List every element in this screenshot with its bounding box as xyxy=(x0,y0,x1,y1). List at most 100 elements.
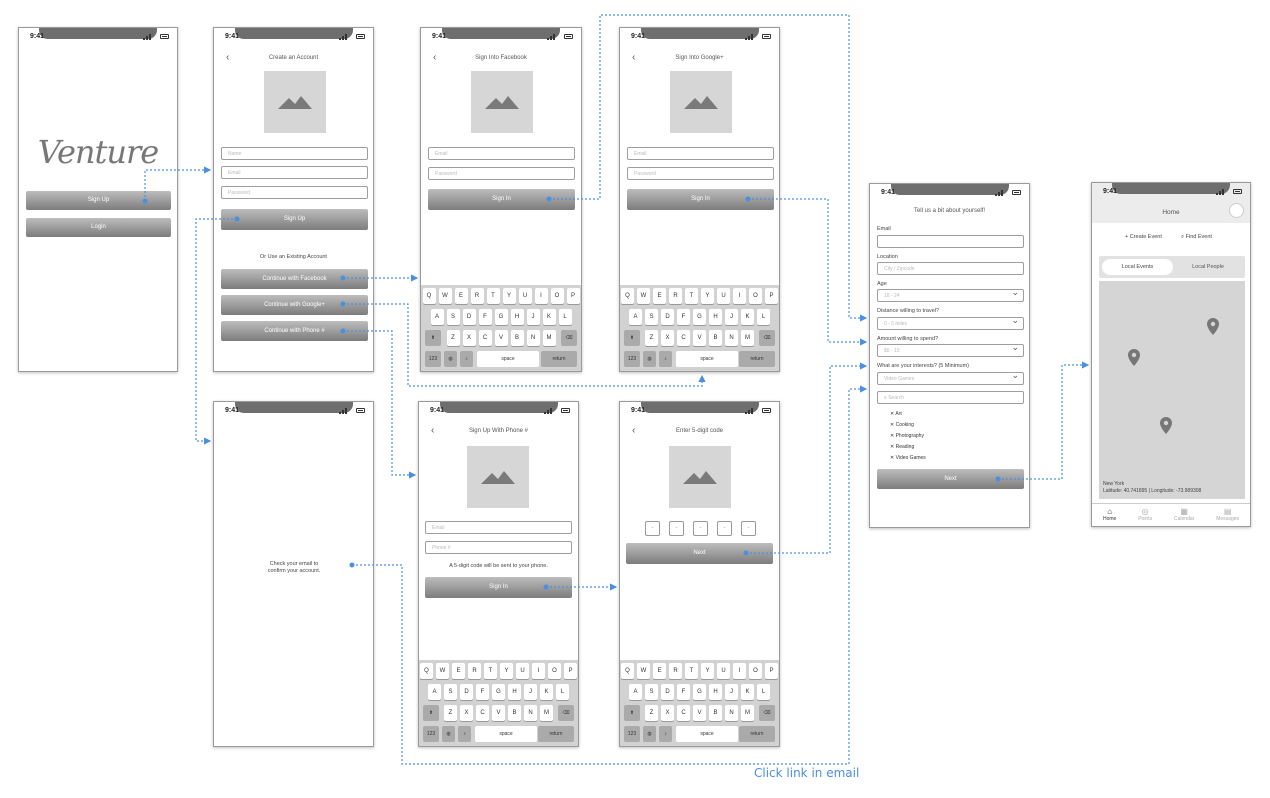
numbers-key[interactable]: 123 xyxy=(624,726,640,742)
key-t[interactable]: T xyxy=(685,663,698,679)
key-b[interactable]: B xyxy=(510,330,524,346)
facebook-button[interactable]: Continue with Facebook xyxy=(221,269,368,289)
key-y[interactable]: Y xyxy=(701,663,714,679)
key-v[interactable]: V xyxy=(492,705,505,721)
globe-key-icon[interactable]: ◍ xyxy=(643,726,656,742)
key-x[interactable]: X xyxy=(462,330,476,346)
password-input[interactable]: Password xyxy=(428,167,575,180)
key-b[interactable]: B xyxy=(508,705,521,721)
next-button[interactable]: Next xyxy=(626,543,773,564)
nav-calendar[interactable]: ▦Calendar xyxy=(1174,504,1194,526)
key-a[interactable]: A xyxy=(428,684,441,700)
key-u[interactable]: U xyxy=(717,663,730,679)
key-e[interactable]: E xyxy=(653,663,666,679)
shift-key-icon[interactable]: ⬆ xyxy=(425,330,441,346)
key-h[interactable]: H xyxy=(709,309,722,325)
key-c[interactable]: C xyxy=(677,705,690,721)
signup-button[interactable]: Sign Up xyxy=(221,209,368,230)
key-m[interactable]: M xyxy=(741,330,754,346)
space-key[interactable]: space xyxy=(676,726,738,742)
nav-messages[interactable]: ▤Messages xyxy=(1216,504,1239,526)
key-w[interactable]: W xyxy=(436,663,449,679)
email-input[interactable]: Email xyxy=(428,147,575,160)
key-s[interactable]: S xyxy=(446,309,460,325)
key-k[interactable]: K xyxy=(540,684,553,700)
signup-button[interactable]: Sign Up xyxy=(26,191,171,210)
key-i[interactable]: I xyxy=(733,288,746,304)
key-v[interactable]: V xyxy=(693,705,706,721)
shift-key-icon[interactable]: ⬆ xyxy=(423,705,439,721)
shift-key-icon[interactable]: ⬆ xyxy=(624,705,640,721)
globe-key-icon[interactable]: ◍ xyxy=(442,726,455,742)
login-button[interactable]: Login xyxy=(26,218,171,237)
find-event-button[interactable]: ⌕ Find Event xyxy=(1181,234,1212,241)
key-c[interactable]: C xyxy=(478,330,492,346)
key-u[interactable]: U xyxy=(518,288,532,304)
email-input[interactable]: Email xyxy=(221,166,368,179)
numbers-key[interactable]: 123 xyxy=(423,726,439,742)
code-digit-box[interactable]: - xyxy=(669,521,684,536)
key-l[interactable]: L xyxy=(757,309,770,325)
password-input[interactable]: Password xyxy=(221,186,368,199)
code-digit-box[interactable]: - xyxy=(645,521,660,536)
key-u[interactable]: U xyxy=(717,288,730,304)
key-r[interactable]: R xyxy=(470,288,484,304)
key-h[interactable]: H xyxy=(508,684,521,700)
return-key[interactable]: return xyxy=(541,351,577,367)
key-j[interactable]: J xyxy=(725,684,738,700)
google-button[interactable]: Continue with Google+ xyxy=(221,295,368,315)
key-p[interactable]: P xyxy=(564,663,577,679)
key-o[interactable]: O xyxy=(550,288,564,304)
key-m[interactable]: M xyxy=(741,705,754,721)
key-k[interactable]: K xyxy=(741,684,754,700)
key-d[interactable]: D xyxy=(661,684,674,700)
key-l[interactable]: L xyxy=(556,684,569,700)
shift-key-icon[interactable]: ⬆ xyxy=(624,330,640,346)
space-key[interactable]: space xyxy=(475,726,537,742)
key-w[interactable]: W xyxy=(637,288,650,304)
key-y[interactable]: Y xyxy=(502,288,516,304)
key-x[interactable]: X xyxy=(661,330,674,346)
delete-key-icon[interactable]: ⌫ xyxy=(558,705,574,721)
key-l[interactable]: L xyxy=(558,309,572,325)
back-chevron-icon[interactable]: ‹ xyxy=(226,52,230,63)
key-n[interactable]: N xyxy=(526,330,540,346)
search-input[interactable]: ⌕ Search xyxy=(877,391,1024,404)
age-select[interactable]: 18 - 24⌄ xyxy=(877,287,1024,302)
key-q[interactable]: Q xyxy=(621,663,634,679)
phone-input[interactable]: Phone # xyxy=(425,541,572,554)
key-z[interactable]: Z xyxy=(645,330,658,346)
key-f[interactable]: F xyxy=(677,684,690,700)
key-m[interactable]: M xyxy=(540,705,553,721)
key-r[interactable]: R xyxy=(468,663,481,679)
signin-button[interactable]: Sign In xyxy=(627,189,774,210)
key-o[interactable]: O xyxy=(548,663,561,679)
mic-key-icon[interactable]: ♪ xyxy=(460,351,473,367)
create-event-button[interactable]: + Create Event xyxy=(1125,234,1162,240)
map-area[interactable]: New York Latitude: 40.741895 | Longitude… xyxy=(1099,281,1245,499)
code-digit-box[interactable]: - xyxy=(741,521,756,536)
key-h[interactable]: H xyxy=(510,309,524,325)
space-key[interactable]: space xyxy=(676,351,738,367)
name-input[interactable]: Name xyxy=(221,147,368,160)
mic-key-icon[interactable]: ♪ xyxy=(659,351,672,367)
key-t[interactable]: T xyxy=(685,288,698,304)
key-j[interactable]: J xyxy=(526,309,540,325)
key-p[interactable]: P xyxy=(765,288,778,304)
interests-select[interactable]: Video Games⌄ xyxy=(877,370,1024,385)
key-f[interactable]: F xyxy=(478,309,492,325)
mic-key-icon[interactable]: ♪ xyxy=(458,726,471,742)
key-m[interactable]: M xyxy=(542,330,556,346)
distance-select[interactable]: 0 - 5 miles⌄ xyxy=(877,315,1024,330)
key-z[interactable]: Z xyxy=(446,330,460,346)
key-r[interactable]: R xyxy=(669,663,682,679)
key-h[interactable]: H xyxy=(709,684,722,700)
key-w[interactable]: W xyxy=(438,288,452,304)
code-digit-box[interactable]: - xyxy=(717,521,732,536)
key-y[interactable]: Y xyxy=(500,663,513,679)
nav-home[interactable]: ⌂Home xyxy=(1103,504,1116,526)
key-x[interactable]: X xyxy=(460,705,473,721)
